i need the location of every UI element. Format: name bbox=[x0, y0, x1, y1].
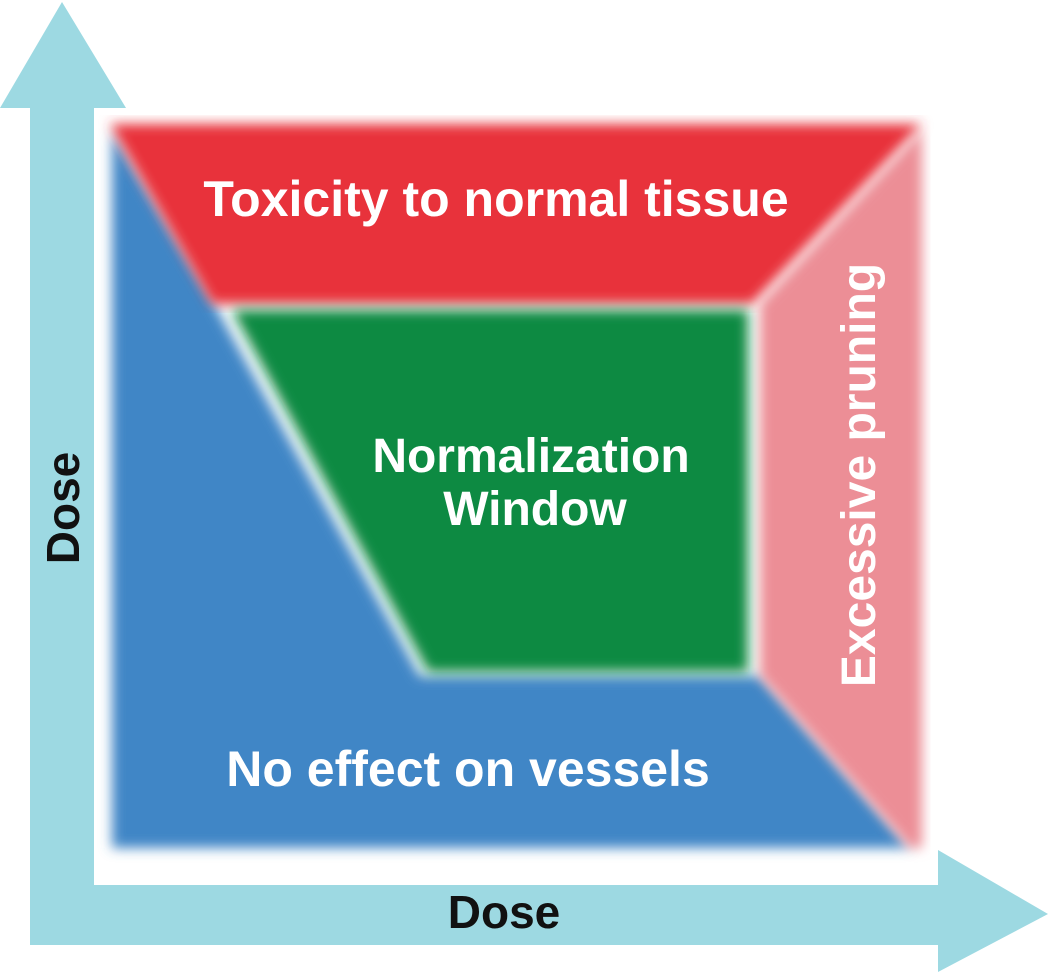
no-effect-label: No effect on vessels bbox=[226, 741, 710, 797]
x-axis-label: Dose bbox=[448, 886, 560, 938]
pruning-region bbox=[760, 130, 922, 848]
normalization-label-line2: Window bbox=[443, 483, 627, 536]
pruning-label: Excessive pruning bbox=[833, 263, 886, 687]
no-effect-region bbox=[112, 132, 910, 848]
y-axis-arrow bbox=[0, 2, 126, 920]
normalization-window-region bbox=[232, 310, 748, 672]
toxicity-label: Toxicity to normal tissue bbox=[203, 171, 788, 227]
x-axis-arrow bbox=[30, 850, 1048, 972]
toxicity-region bbox=[110, 124, 922, 304]
normalization-label-line1: Normalization bbox=[372, 430, 689, 483]
y-axis-label: Dose bbox=[37, 452, 89, 564]
